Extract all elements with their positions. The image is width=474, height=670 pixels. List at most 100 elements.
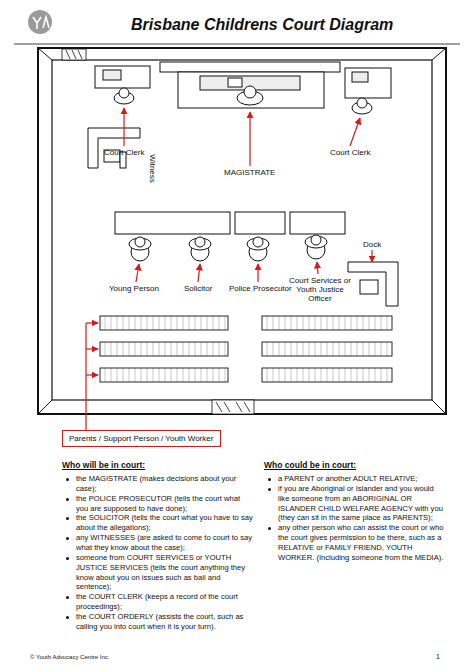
callout-text: Parents / Support Person / Youth Worker (69, 434, 214, 443)
leader-arrows (257, 264, 258, 282)
logo (28, 10, 52, 34)
court-clerk-desks (352, 72, 368, 82)
leader-arrows (85, 323, 86, 430)
bullet-dot (268, 478, 271, 481)
bullet-item: the SOLICITOR (tells the court what you … (62, 513, 254, 533)
magistrate-bench (160, 62, 340, 108)
doors (216, 402, 250, 412)
doors (62, 49, 86, 60)
bullet-dot (66, 596, 69, 599)
gallery-benches (100, 368, 228, 382)
bullet-item: the COURT ORDERLY (assists the court, su… (62, 612, 254, 632)
bullet-text: someone from COURT SERVICES or YOUTH JUS… (76, 553, 245, 592)
gallery-benches (100, 316, 228, 330)
gallery-benches (100, 342, 228, 356)
bullet-dot (66, 517, 69, 520)
bullet-text: the COURT CLERK (keeps a record of the c… (76, 592, 238, 611)
bullet-text: the COURT ORDERLY (assists the court, su… (76, 612, 243, 631)
logo (33, 17, 49, 29)
dock (360, 280, 378, 294)
bullet-text: if you are Aboriginal or Islander and yo… (278, 484, 443, 523)
bullet-item: the POLICE PROSECUTOR (tells the court w… (62, 494, 254, 514)
leader-arrows (86, 108, 372, 430)
court-clerk-label: Court Clerk (104, 148, 144, 157)
leader-arrows (123, 108, 124, 146)
leader-arrows (136, 264, 139, 282)
dock (348, 262, 398, 306)
seated-people (195, 237, 205, 247)
bullet-dot (66, 478, 69, 481)
gallery-benches (262, 316, 392, 330)
title-rule (14, 44, 460, 45)
bullet-text: any WITNESSES (are asked to come to cour… (76, 533, 252, 552)
court-clerk-desks (357, 98, 367, 108)
bullet-text: any other person who can assist the cour… (278, 523, 443, 562)
room-walls (38, 48, 446, 414)
leader-arrows (198, 264, 200, 282)
room-walls (38, 400, 52, 414)
court-clerk-desks (345, 68, 391, 98)
room-walls (52, 60, 432, 400)
copyright-footer: © Youth Advocacy Centre Inc. (30, 654, 109, 661)
bullet-dot (66, 557, 69, 560)
section-heading: Who could be in court: (264, 460, 444, 470)
title-rule (14, 44, 460, 45)
seated-people (305, 236, 327, 248)
doors (212, 400, 254, 414)
court-services-label: Court Services or Youth Justice Officer (287, 276, 353, 304)
court-clerk-desks (95, 66, 150, 88)
who-will-column: Who will be in court:the MAGISTRATE (mak… (62, 460, 254, 632)
court-clerk-label: Court Clerk (330, 148, 370, 157)
prosecutor-label: Police Prosecutor (229, 284, 292, 293)
bullet-dot (66, 616, 69, 619)
bullet-item: any other person who can assist the cour… (264, 523, 444, 562)
seated-people (253, 237, 263, 247)
leader-arrows (86, 322, 98, 323)
doors (66, 50, 82, 59)
bullet-item: any WITNESSES (are asked to come to cour… (62, 533, 254, 553)
bullet-text: the SOLICITOR (tells the court what you … (76, 513, 253, 532)
gallery-callout-box: Parents / Support Person / Youth Worker (62, 430, 221, 447)
solicitor-label: Solicitor (184, 284, 212, 293)
bullet-dot (66, 537, 69, 540)
room-walls (38, 48, 446, 414)
gallery-benches (100, 316, 392, 382)
bar-tables (235, 212, 285, 234)
leader-arrows (350, 118, 360, 146)
bar-tables (290, 212, 345, 234)
bullet-item: someone from COURT SERVICES or YOUTH JUS… (62, 553, 254, 592)
court-clerk-desks (95, 66, 391, 114)
bullet-dot (66, 498, 69, 501)
logo (28, 10, 52, 34)
seated-people (135, 237, 145, 247)
bullet-item: a PARENT or another ADULT RELATIVE; (264, 474, 444, 484)
magistrate-bench (160, 62, 340, 72)
magistrate-bench (228, 78, 242, 87)
magistrate-bench (178, 72, 324, 108)
bullet-text: a PARENT or another ADULT RELATIVE; (278, 474, 417, 483)
bullet-item: the COURT CLERK (keeps a record of the c… (62, 592, 254, 612)
leader-arrows (86, 348, 98, 349)
bullet-item: the MAGISTRATE (makes decisions about yo… (62, 474, 254, 494)
seated-people (129, 235, 327, 261)
gallery-benches (262, 368, 392, 382)
room-walls (432, 400, 446, 414)
room-walls (38, 48, 52, 60)
leader-arrows (317, 262, 318, 274)
court-clerk-desks (119, 88, 129, 98)
bullet-text: the MAGISTRATE (makes decisions about yo… (76, 474, 236, 493)
bullet-dot (268, 488, 271, 491)
page-number: 1 (436, 653, 440, 661)
seated-people (129, 238, 151, 250)
seated-people (311, 235, 321, 245)
court-clerk-desks (103, 70, 121, 80)
bar-tables (115, 212, 230, 234)
magistrate-label: MAGISTRATE (224, 168, 275, 177)
leader-arrows (371, 250, 372, 262)
dock (348, 262, 398, 306)
bullet-dot (268, 527, 271, 530)
dock-label: Dock (363, 240, 381, 249)
bullet-item: if you are Aboriginal or Islander and yo… (264, 484, 444, 523)
seated-people (247, 238, 269, 250)
gallery-benches (262, 342, 392, 356)
